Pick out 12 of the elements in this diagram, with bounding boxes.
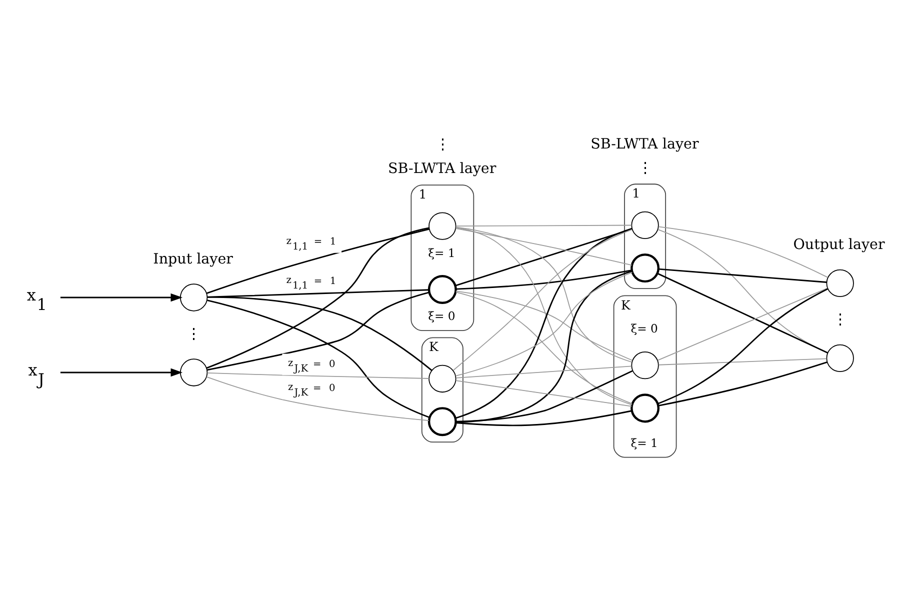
label: ⋮ [832, 312, 847, 328]
label: ξ= 1 [630, 435, 658, 450]
label: Input layer [153, 250, 233, 267]
label: ξ= 1 [428, 245, 456, 260]
label: ξ= 0 [630, 321, 658, 336]
label: ⋮ [186, 326, 201, 342]
label: ⋮ [435, 136, 450, 153]
label: SB-LWTA layer [388, 160, 496, 177]
label: ξ= 0 [428, 308, 456, 323]
label: SB-LWTA layer [590, 136, 699, 152]
label: Output layer [793, 236, 885, 253]
label: ⋮ [638, 160, 652, 176]
